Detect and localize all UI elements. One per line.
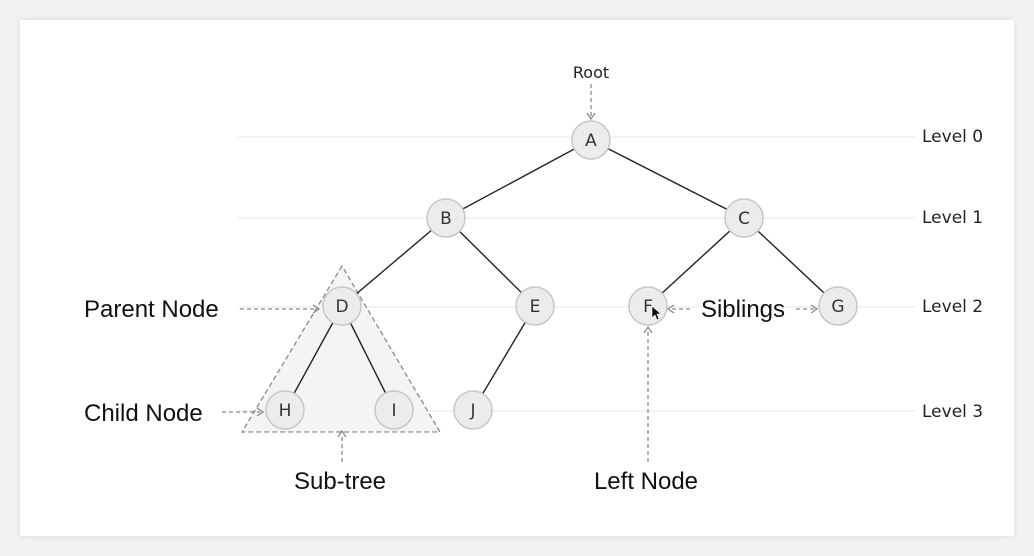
child-node-label: Child Node [84,400,203,427]
level-label-2: Level 2 [922,297,983,317]
node-f-label: F [643,297,653,317]
cursor-icon [651,305,662,321]
node-c: C [724,198,764,238]
left-node-arrow-head [643,325,653,334]
level-label-1: Level 1 [922,208,983,228]
node-b-label: B [440,209,452,229]
edge-b-d [341,217,447,307]
node-b: B [426,198,466,238]
node-j: J [453,390,493,430]
node-f: F [628,286,668,326]
sub-tree-label: Sub-tree [294,468,386,495]
node-h-label: H [279,401,292,421]
edge-a-b [445,139,592,219]
level-label-0: Level 0 [922,127,983,147]
edge-c-f [647,217,745,307]
node-g: G [818,286,858,326]
edge-a-c [590,139,745,219]
parent-node-arrow-head [312,304,321,314]
node-c-label: C [738,209,750,229]
diagram-card [20,20,1014,536]
sub-tree-arrow-head [337,429,347,438]
node-a: A [571,120,611,160]
siblings-arrow-left-head [666,304,675,314]
node-a-label: A [585,131,597,151]
node-e-label: E [530,297,541,317]
edge-b-e [445,217,536,307]
left-node-label: Left Node [594,468,698,495]
edge-c-g [743,217,839,307]
node-g-label: G [831,297,844,317]
edge-d-h [284,305,343,411]
root-label: Root [573,63,609,82]
node-i-label: I [391,401,396,421]
edge-e-j [472,305,536,411]
siblings-label: Siblings [701,296,785,323]
node-d-label: D [335,297,348,317]
node-e: E [515,286,555,326]
level-label-3: Level 3 [922,402,983,422]
node-d: D [322,286,362,326]
node-i: I [374,390,414,430]
parent-node-label: Parent Node [84,296,219,323]
node-j-label: J [469,401,475,421]
root-arrow-head [586,112,596,121]
siblings-arrow-right-head [810,304,819,314]
child-node-arrow-head [256,407,265,417]
node-h: H [265,390,305,430]
